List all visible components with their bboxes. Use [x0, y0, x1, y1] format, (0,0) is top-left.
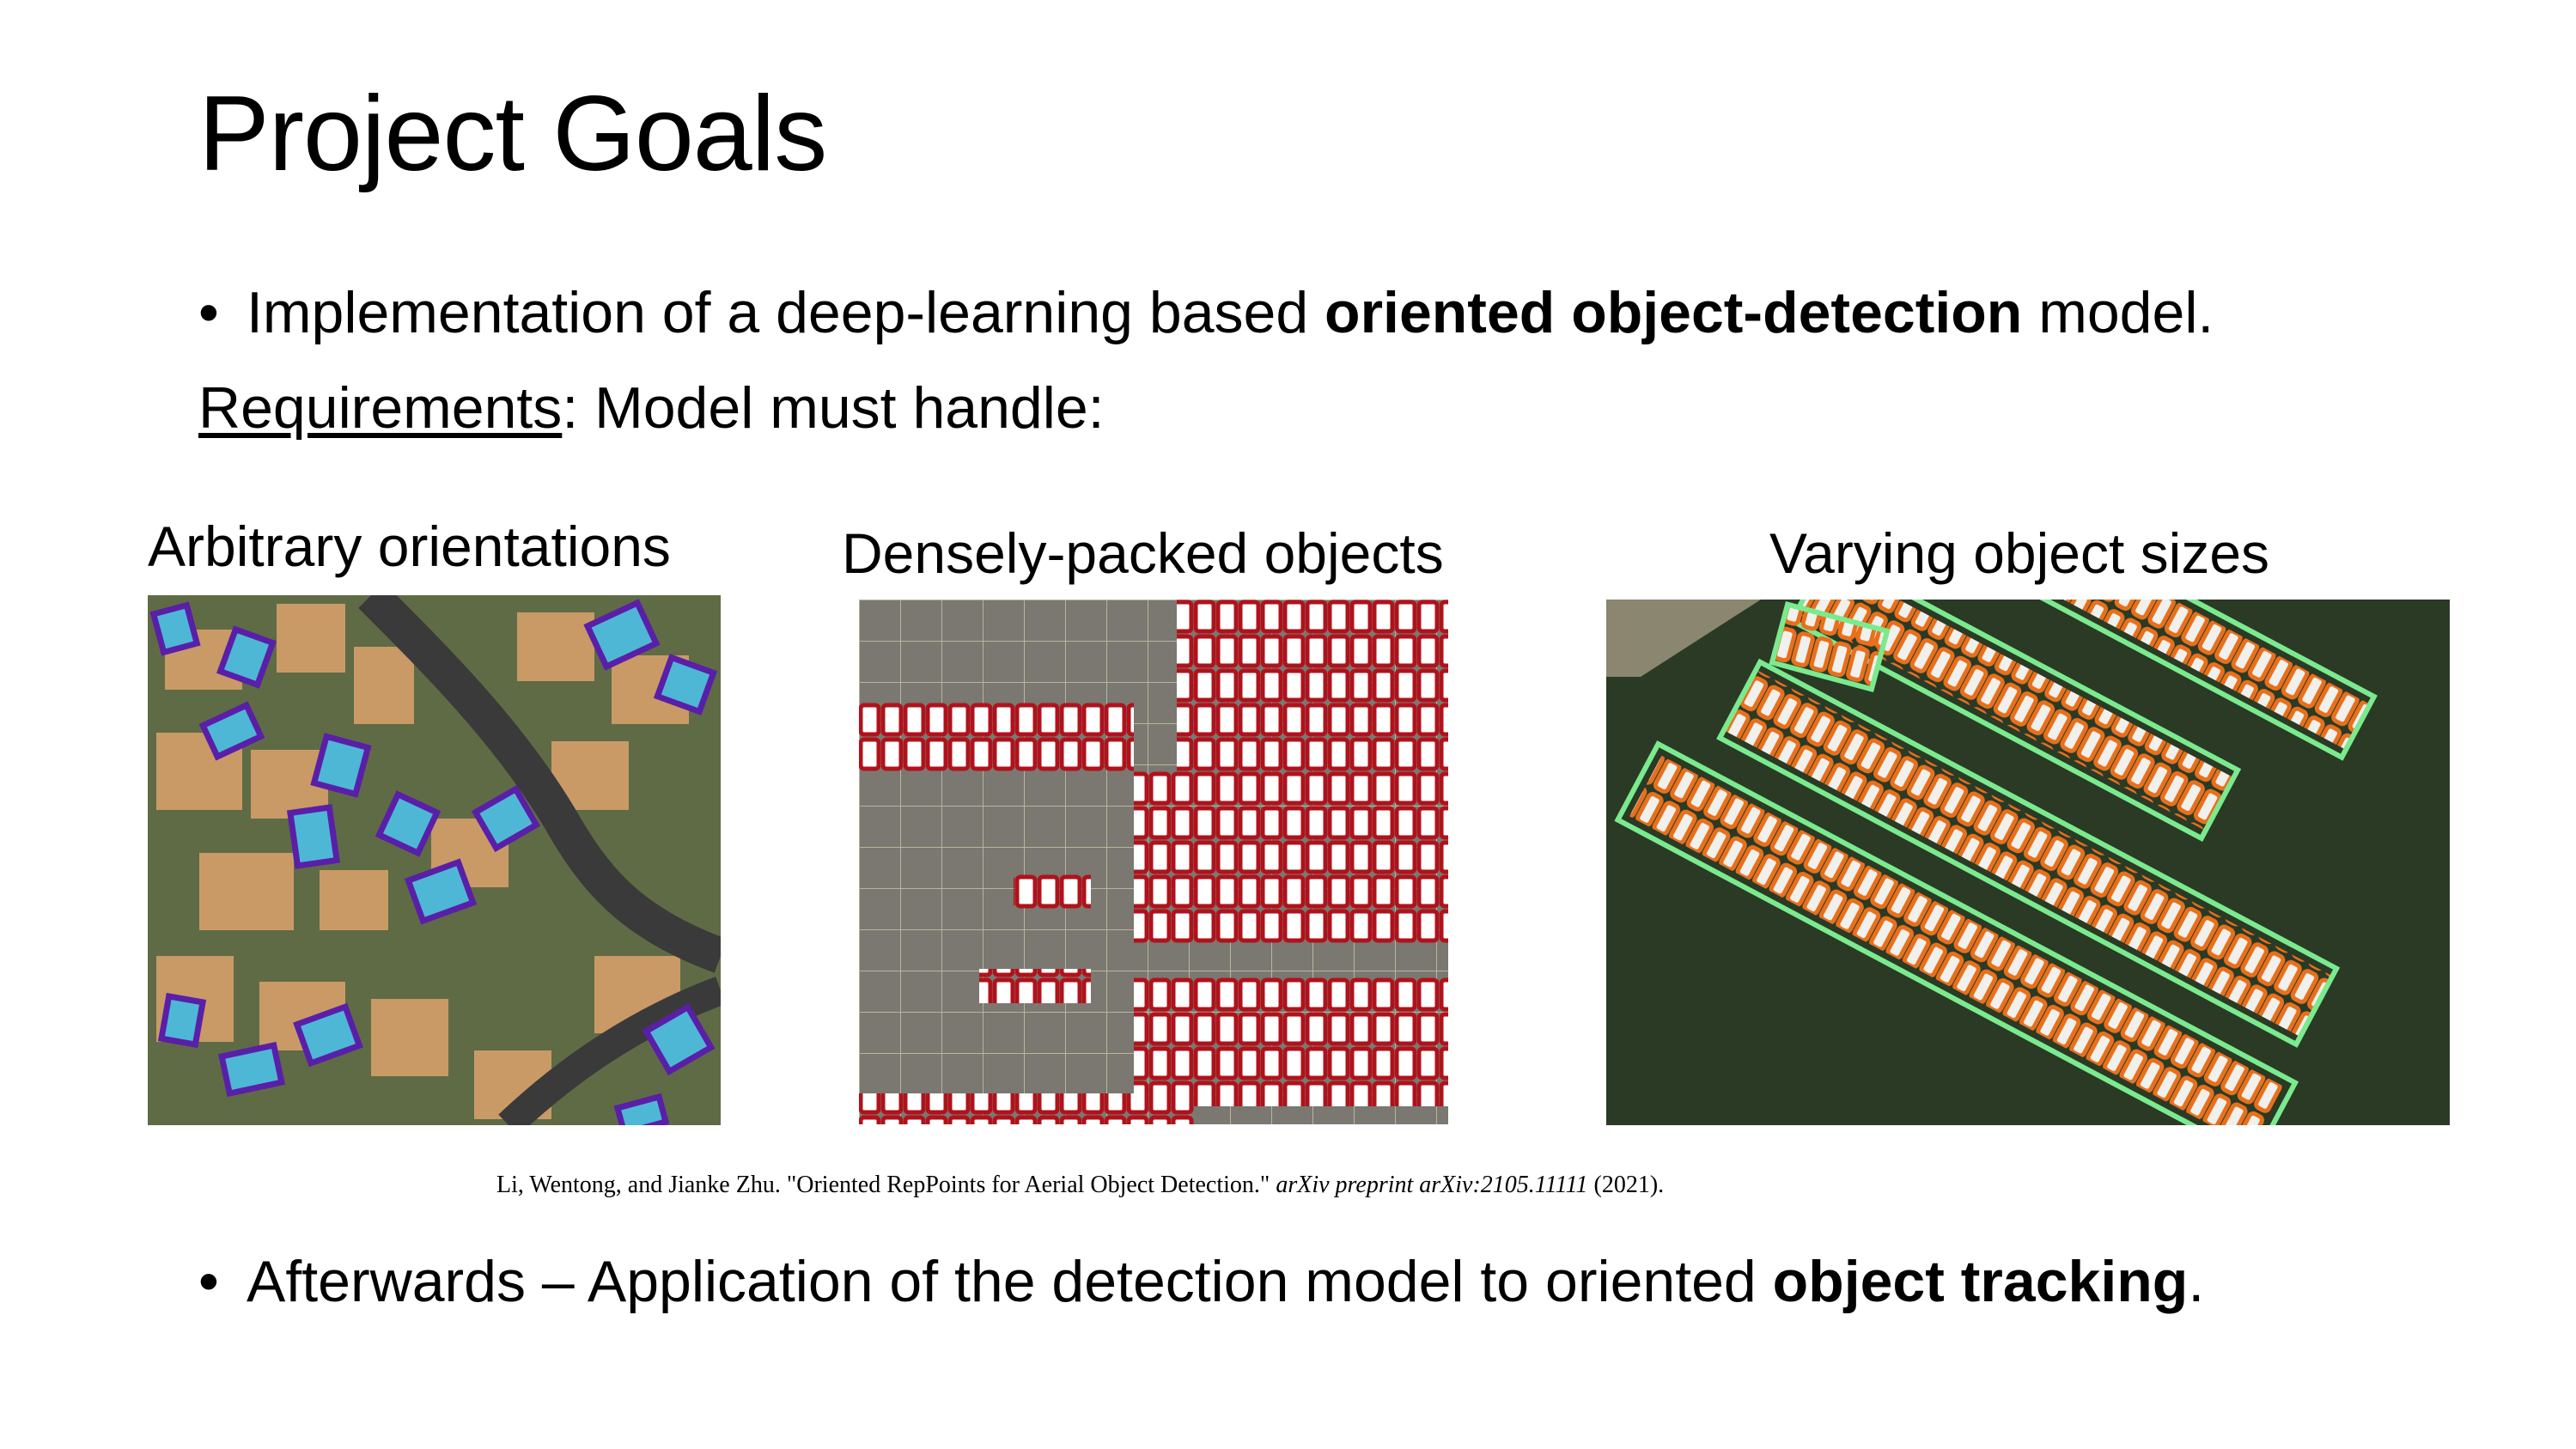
citation-year: (2021). [1587, 1172, 1665, 1198]
aerial-image-pools [148, 595, 721, 1125]
caption-arbitrary-orientations: Arbitrary orientations [148, 514, 671, 578]
citation-venue: arXiv preprint arXiv:2105.11111 [1276, 1172, 1588, 1198]
bullet-text: Implementation of a deep-learning based [247, 280, 1325, 345]
requirements-line: Requirements: Model must handle: [198, 374, 1105, 441]
requirements-text: : Model must handle: [562, 375, 1105, 441]
citation: Li, Wentong, and Jianke Zhu. "Oriented R… [496, 1172, 1664, 1199]
caption-densely-packed: Densely-packed objects [842, 521, 1444, 585]
bullet-bold-text: oriented object-detection [1325, 280, 2023, 345]
bullet-text-end: model. [2022, 280, 2214, 345]
citation-authors: Li, Wentong, and Jianke Zhu. "Oriented R… [496, 1172, 1276, 1198]
slide-title: Project Goals [198, 75, 827, 193]
bullet-glyph: • [198, 1249, 219, 1314]
bullet-text-end: . [2188, 1249, 2205, 1314]
aerial-image-marina [1606, 600, 2450, 1125]
bullet-glyph: • [198, 280, 219, 345]
aerial-image-parking-lot [859, 600, 1448, 1124]
bullet-tracking: • Afterwards – Application of the detecti… [198, 1247, 2204, 1318]
bullet-bold-text: object tracking [1772, 1249, 2189, 1314]
caption-varying-sizes: Varying object sizes [1769, 521, 2270, 585]
bullet-detection: • Implementation of a deep-learning based… [198, 278, 2214, 349]
requirements-label: Requirements [198, 375, 563, 441]
bullet-text: Afterwards – Application of the detectio… [247, 1249, 1773, 1314]
